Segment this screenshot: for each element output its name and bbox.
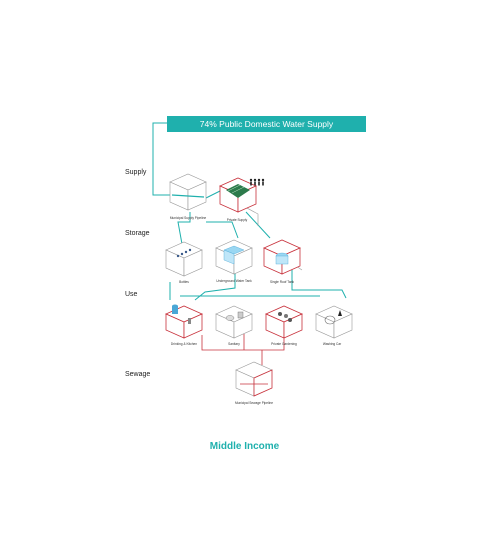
drinking-kitchen-caption: Drinking & Kitchen [171, 342, 197, 346]
row-label-supply: Supply [125, 169, 147, 176]
sanitary-node [215, 305, 253, 339]
municipal-supply-node [169, 173, 207, 211]
private-gardening-node [265, 305, 303, 339]
underground-to-use-line [194, 268, 236, 301]
roof-to-use-line [291, 270, 347, 299]
banner-to-municipal-line [152, 122, 170, 196]
drinking-kitchen-node [165, 304, 203, 339]
row-label-sewage: Sewage [125, 371, 151, 378]
bottles-node [165, 241, 203, 277]
public-supply-banner: 74% Public Domestic Water Supply [167, 116, 366, 132]
red-sewage-lines [201, 334, 285, 365]
income-group-title: Middle Income [209, 441, 280, 452]
private-gardening-caption: Private Gardening [271, 342, 297, 346]
private-supply-caption: Private Supply [227, 218, 248, 222]
row-label-storage: Storage [125, 230, 150, 237]
washing-car-node [315, 305, 353, 339]
municipal-supply-caption: Municipal Supply Pipeline [170, 216, 207, 220]
municipal-to-private-line [205, 189, 223, 199]
washing-car-caption: Washing Car [323, 342, 342, 346]
sewage-bus-line [201, 335, 285, 351]
sanitary-caption: Sanitary [228, 342, 240, 346]
municipal-down-line [177, 212, 191, 245]
bottles-caption: Bottles [179, 280, 189, 284]
roof-tank-node [263, 239, 301, 275]
teal-supply-lines [152, 122, 347, 301]
sewage-pipeline-caption: Municipal Sewage Pipeline [235, 401, 273, 405]
storage-link-line [206, 221, 239, 239]
sewage-pipeline-node [235, 361, 273, 397]
people-icon [249, 178, 265, 186]
row-label-use: Use [125, 291, 138, 298]
underground-tank-caption: Underground Water Tank [216, 279, 252, 283]
private-supply-node [219, 177, 257, 213]
underground-tank-node [215, 239, 253, 275]
roof-tank-caption: Single Roof Tank [270, 280, 294, 284]
